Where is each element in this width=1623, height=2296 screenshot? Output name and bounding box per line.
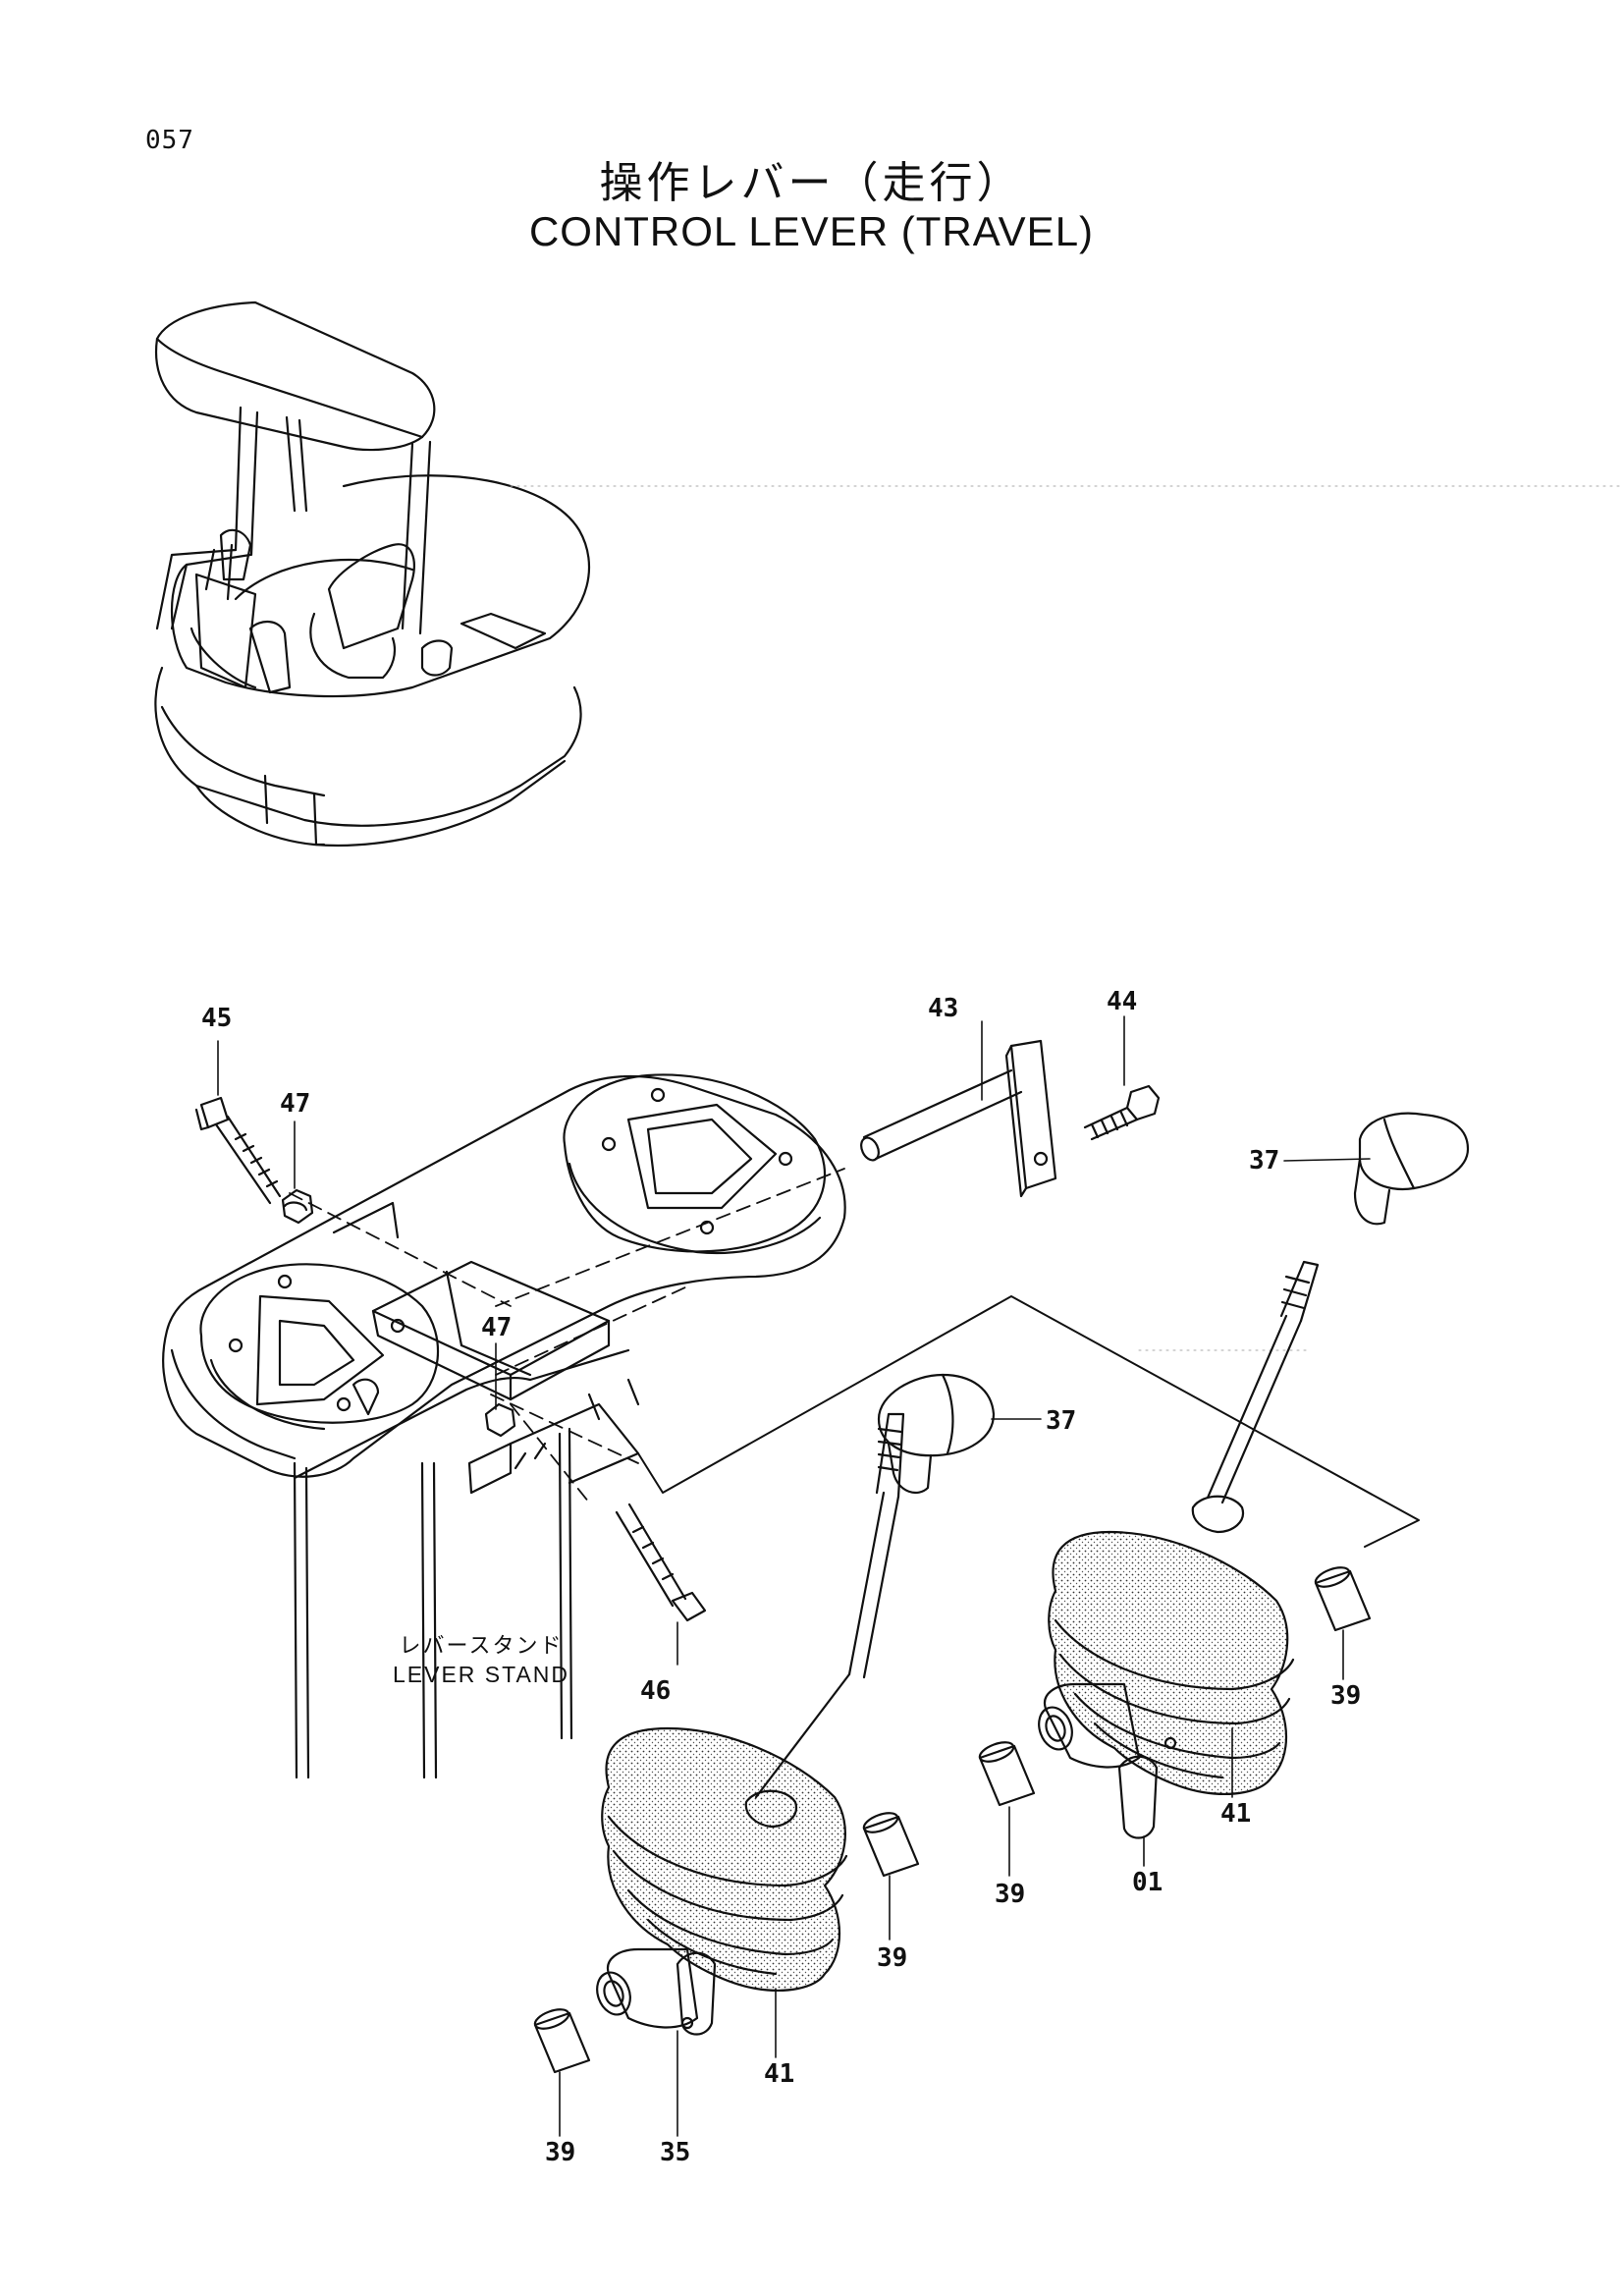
page-number: 057 bbox=[145, 126, 194, 155]
bolt-44 bbox=[1083, 1084, 1161, 1141]
callout-39-middle: 39 bbox=[995, 1880, 1025, 1909]
knob-37-lower bbox=[877, 1373, 996, 1495]
assembly-dashed-lines bbox=[289, 1168, 845, 1503]
callout-47-upper: 47 bbox=[280, 1089, 310, 1119]
page-title-japanese: 操作レバー（走行） bbox=[599, 158, 1024, 208]
assembly-solid-line bbox=[637, 1295, 1420, 1548]
callout-35: 35 bbox=[660, 2138, 690, 2167]
bushing-39-left-lower bbox=[533, 2008, 591, 2074]
callout-45: 45 bbox=[201, 1004, 232, 1033]
lever-stand-caption-english: LEVER STAND bbox=[392, 1662, 570, 1687]
callout-39-right: 39 bbox=[1330, 1681, 1361, 1711]
bushing-39-right bbox=[1314, 1566, 1372, 1632]
callout-labels: 45 47 47 43 44 37 37 46 39 39 39 39 41 4… bbox=[201, 987, 1361, 2167]
callout-39-left-lower: 39 bbox=[545, 2138, 575, 2167]
callout-39-left-upper: 39 bbox=[877, 1943, 907, 1973]
callout-37-lower: 37 bbox=[1046, 1406, 1076, 1436]
callout-01: 01 bbox=[1132, 1868, 1163, 1897]
nut-47-upper bbox=[281, 1188, 314, 1225]
callout-41-left: 41 bbox=[764, 2059, 794, 2089]
nut-47-center bbox=[484, 1402, 516, 1438]
lever-stand-caption-japanese: レバースタンド bbox=[399, 1634, 564, 1659]
lever-stand-drawing bbox=[162, 1073, 846, 1779]
callout-43: 43 bbox=[928, 994, 958, 1023]
knob-37-upper bbox=[1353, 1112, 1470, 1226]
callout-46: 46 bbox=[640, 1676, 671, 1706]
bushing-39-middle bbox=[978, 1741, 1036, 1807]
bolt-45 bbox=[194, 1096, 282, 1205]
lever-assembly-left bbox=[596, 1412, 905, 2036]
bolt-46 bbox=[615, 1503, 707, 1622]
callout-44: 44 bbox=[1107, 987, 1137, 1016]
page-title-english: CONTROL LEVER (TRAVEL) bbox=[528, 208, 1095, 254]
excavator-overview-illustration bbox=[154, 301, 591, 847]
callout-47-center: 47 bbox=[481, 1313, 512, 1342]
lever-assembly-right bbox=[1038, 1260, 1320, 1839]
callout-37-upper: 37 bbox=[1249, 1146, 1279, 1175]
pin-43 bbox=[860, 1039, 1057, 1198]
bushing-39-left-upper bbox=[862, 1812, 920, 1878]
callout-41-right: 41 bbox=[1220, 1799, 1251, 1829]
callout-leader-lines bbox=[217, 1015, 1371, 2137]
